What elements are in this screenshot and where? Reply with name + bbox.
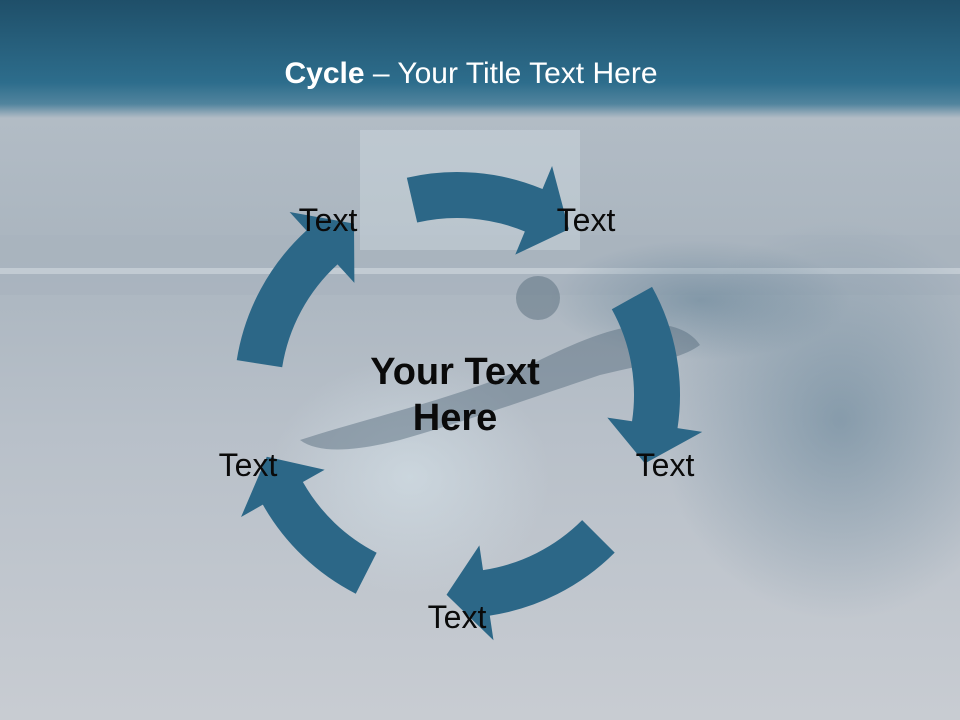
arrow-bottom-right — [446, 520, 615, 641]
slide-title: Cycle – Your Title Text Here — [0, 52, 942, 96]
arrow-top — [406, 165, 569, 255]
title-bar — [0, 0, 960, 118]
cycle-node-label-left: Text — [218, 447, 278, 483]
cycle-node-label-bottom: Text — [427, 599, 487, 635]
arrow-bottom-left — [241, 456, 377, 594]
arrow-right — [607, 286, 703, 464]
cycle-arrows — [236, 165, 703, 641]
title-rest: – Your Title Text Here — [364, 57, 658, 90]
title-bold: Cycle — [284, 57, 365, 90]
cycle-node-label-top-left: Text — [298, 202, 358, 238]
cycle-node-label-right: Text — [635, 447, 695, 483]
center-text: Your Text Here — [370, 351, 540, 439]
arrow-left — [236, 212, 355, 368]
cycle-node-label-top-right: Text — [556, 202, 616, 238]
